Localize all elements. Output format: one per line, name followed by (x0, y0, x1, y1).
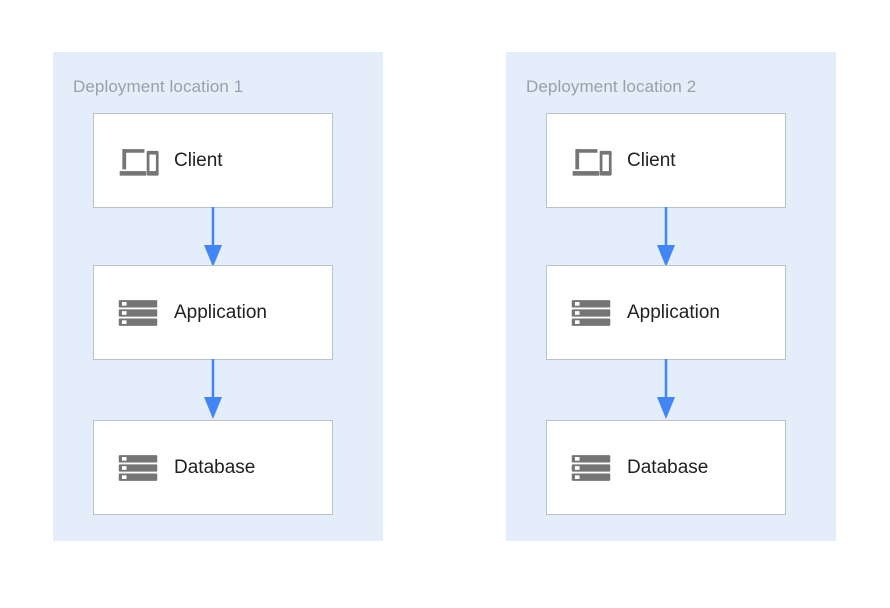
server-stack-icon (118, 299, 158, 326)
devices-icon (572, 148, 612, 176)
arrow-application-to-database-1 (204, 359, 222, 419)
arrow-application-to-database-2 (657, 359, 675, 419)
node-database-2[interactable]: Database (546, 420, 786, 515)
zone-title-1: Deployment location 1 (73, 77, 244, 96)
node-client-1[interactable]: Client (93, 113, 333, 208)
deployment-zone-1: Deployment location 1 Client (53, 52, 383, 541)
server-stack-icon (571, 299, 611, 326)
server-stack-icon (118, 454, 158, 481)
node-database-1[interactable]: Database (93, 420, 333, 515)
node-label-database-1: Database (174, 456, 256, 478)
node-label-client-1: Client (174, 149, 223, 171)
arrow-client-to-application-1 (204, 207, 222, 267)
node-label-application-1: Application (174, 301, 267, 323)
zone-title-2: Deployment location 2 (526, 77, 697, 96)
node-application-2[interactable]: Application (546, 265, 786, 360)
server-stack-icon (571, 454, 611, 481)
arrow-client-to-application-2 (657, 207, 675, 267)
node-label-database-2: Database (627, 456, 709, 478)
devices-icon (119, 148, 159, 176)
node-client-2[interactable]: Client (546, 113, 786, 208)
node-label-application-2: Application (627, 301, 720, 323)
node-application-1[interactable]: Application (93, 265, 333, 360)
node-label-client-2: Client (627, 149, 676, 171)
deployment-zone-2: Deployment location 2 Client (506, 52, 836, 541)
